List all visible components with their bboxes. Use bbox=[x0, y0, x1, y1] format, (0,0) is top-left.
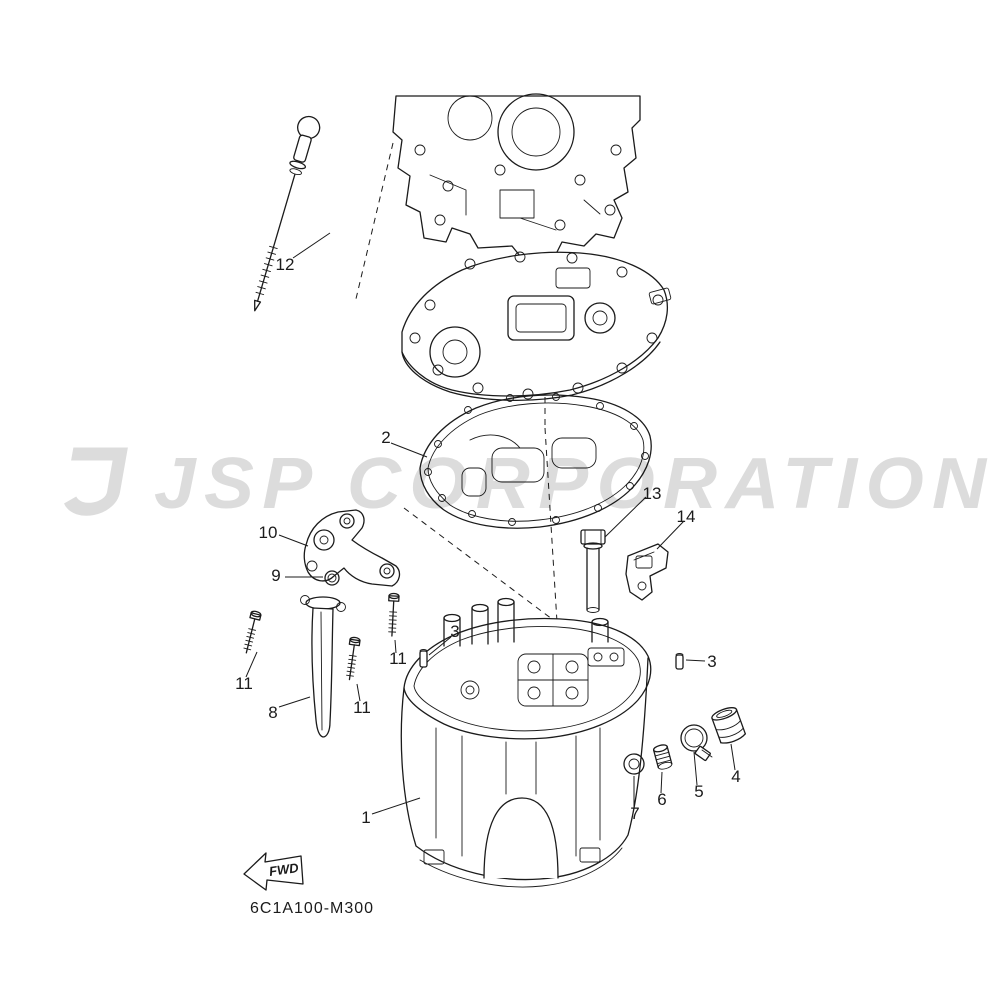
fwd-label: FWD bbox=[268, 860, 300, 879]
bolt bbox=[346, 636, 361, 681]
bolt bbox=[243, 610, 262, 654]
drain-fitting bbox=[652, 744, 673, 770]
oil-strainer-tube bbox=[300, 595, 346, 738]
callout-label: 5 bbox=[694, 782, 703, 801]
dowel-pin bbox=[675, 653, 684, 670]
callout-label: 7 bbox=[630, 804, 639, 823]
callout-label: 13 bbox=[643, 484, 662, 503]
washer bbox=[623, 753, 645, 775]
fwd-arrow: FWD bbox=[243, 852, 304, 891]
callouts: 12 2 10 9 13 14 3 3 11 11 11 8 1 7 6 5 4 bbox=[235, 255, 741, 827]
rubber-cap bbox=[711, 707, 746, 744]
oil-dipstick bbox=[254, 115, 321, 312]
leader-lines bbox=[245, 232, 736, 815]
oil-strainer-bracket bbox=[303, 509, 401, 587]
callout-label: 11 bbox=[235, 674, 253, 693]
callout-label: 11 bbox=[389, 649, 407, 668]
callout-label: 11 bbox=[353, 698, 371, 717]
callout-label: 3 bbox=[707, 652, 716, 671]
diagram-code: 6C1A100-M300 bbox=[250, 900, 374, 917]
callout-label: 14 bbox=[677, 507, 696, 526]
exhaust-guide-plate bbox=[401, 251, 672, 401]
callout-label: 3 bbox=[450, 622, 459, 641]
callout-label: 2 bbox=[381, 428, 390, 447]
anode-bracket bbox=[625, 543, 669, 601]
oil-pan bbox=[400, 597, 652, 888]
callout-label: 10 bbox=[259, 523, 278, 542]
deck-bosses bbox=[443, 597, 609, 647]
breather-pipe bbox=[580, 529, 606, 613]
callout-label: 1 bbox=[361, 808, 370, 827]
callout-label: 12 bbox=[276, 255, 295, 274]
callout-label: 8 bbox=[268, 703, 277, 722]
hose-clamp bbox=[680, 724, 713, 762]
oil-pan-gasket bbox=[419, 393, 652, 529]
engine-block bbox=[392, 93, 641, 257]
bolt bbox=[388, 592, 400, 637]
callout-label: 9 bbox=[271, 566, 280, 585]
dowel-pin bbox=[419, 649, 428, 668]
callout-label: 6 bbox=[657, 790, 666, 809]
callout-label: 4 bbox=[731, 767, 740, 786]
o-ring bbox=[324, 570, 340, 586]
